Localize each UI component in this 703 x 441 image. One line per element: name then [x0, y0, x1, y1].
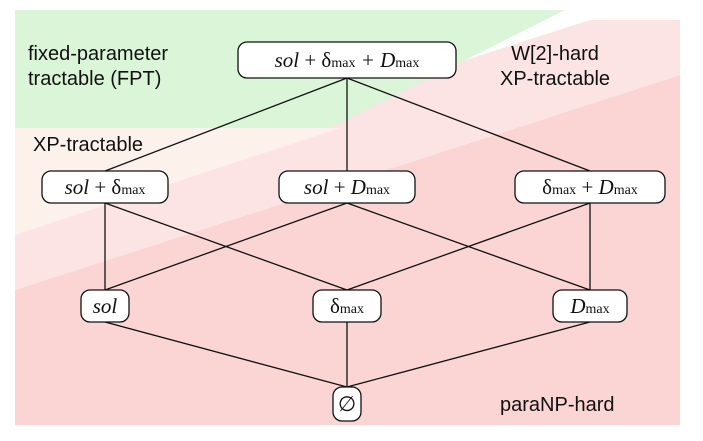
node-box	[332, 386, 362, 422]
node-top: sol + δmax + Dmax	[237, 41, 457, 79]
edge-top-to-sol-delta	[104, 77, 348, 172]
node-label-part: max	[121, 183, 145, 198]
node-label-part: D	[569, 294, 585, 318]
node-label-part: D	[598, 175, 614, 199]
node-box	[312, 289, 382, 323]
node-box	[80, 289, 130, 323]
node-delta: δmax	[312, 289, 382, 323]
node-label-part: sol	[275, 48, 300, 72]
node-label: sol + δmax	[65, 175, 146, 199]
node-label-part: max	[366, 183, 390, 198]
node-sol-D: sol + Dmax	[278, 170, 416, 204]
node-label: δmax	[330, 294, 364, 318]
node-label-part: +	[576, 175, 598, 199]
node-label: Dmax	[569, 294, 609, 318]
paranp-hard-region	[15, 75, 680, 425]
node-label-part: +	[328, 175, 350, 199]
node-label-part: sol	[304, 175, 329, 199]
edge-sol-to-empty	[104, 321, 348, 388]
node-label-part: max	[331, 56, 355, 71]
node-label-part: + D	[355, 48, 395, 72]
node-label: δmax + Dmax	[542, 175, 638, 199]
node-D: Dmax	[552, 289, 628, 323]
node-box	[237, 41, 457, 79]
xp-tractable-label: XP-tractable	[33, 134, 144, 156]
w2-hard-label: W[2]-hard XP-tractable	[500, 42, 610, 92]
lattice-edges	[104, 77, 591, 388]
node-box	[278, 170, 416, 204]
fpt-label-line2: tractable (FPT)	[28, 68, 162, 90]
node-empty: ∅	[332, 386, 362, 422]
node-label-part: δ	[542, 175, 552, 199]
node-label: sol + Dmax	[304, 175, 390, 199]
w2-label-line2: XP-tractable	[500, 68, 611, 90]
w2-label-line1: W[2]-hard	[511, 43, 599, 65]
node-label-part: max	[586, 302, 610, 317]
node-box	[514, 170, 666, 204]
node-box	[552, 289, 628, 323]
node-label-part: ∅	[338, 392, 356, 416]
node-label-part: max	[340, 302, 364, 317]
node-label-part: sol	[65, 175, 90, 199]
fpt-label-line1: fixed-parameter	[28, 43, 169, 65]
edge-top-to-delta-D	[346, 77, 591, 172]
xp-tractable-region	[15, 128, 340, 235]
node-label-part: max	[614, 183, 638, 198]
node-box	[41, 170, 169, 204]
edge-D-to-empty	[346, 321, 591, 388]
node-label-part: + δ	[89, 175, 121, 199]
node-label-part: max	[395, 56, 419, 71]
fpt-label: fixed-parameter tractable (FPT)	[28, 42, 168, 92]
node-label-part: + δ	[299, 48, 331, 72]
paranp-hard-label: paraNP-hard	[500, 394, 615, 416]
node-label-part: sol	[93, 294, 118, 318]
node-sol: sol	[80, 289, 130, 323]
node-sol-delta: sol + δmax	[41, 170, 169, 204]
node-label-part: δ	[330, 294, 340, 318]
node-delta-D: δmax + Dmax	[514, 170, 666, 204]
node-label: ∅	[338, 392, 356, 416]
node-label-part: max	[552, 183, 576, 198]
edge-sol-D-to-sol	[104, 202, 348, 291]
edge-delta-D-to-delta	[346, 202, 591, 291]
node-label: sol	[93, 294, 118, 318]
node-label: sol + δmax + Dmax	[275, 48, 420, 72]
node-label-part: D	[350, 175, 366, 199]
